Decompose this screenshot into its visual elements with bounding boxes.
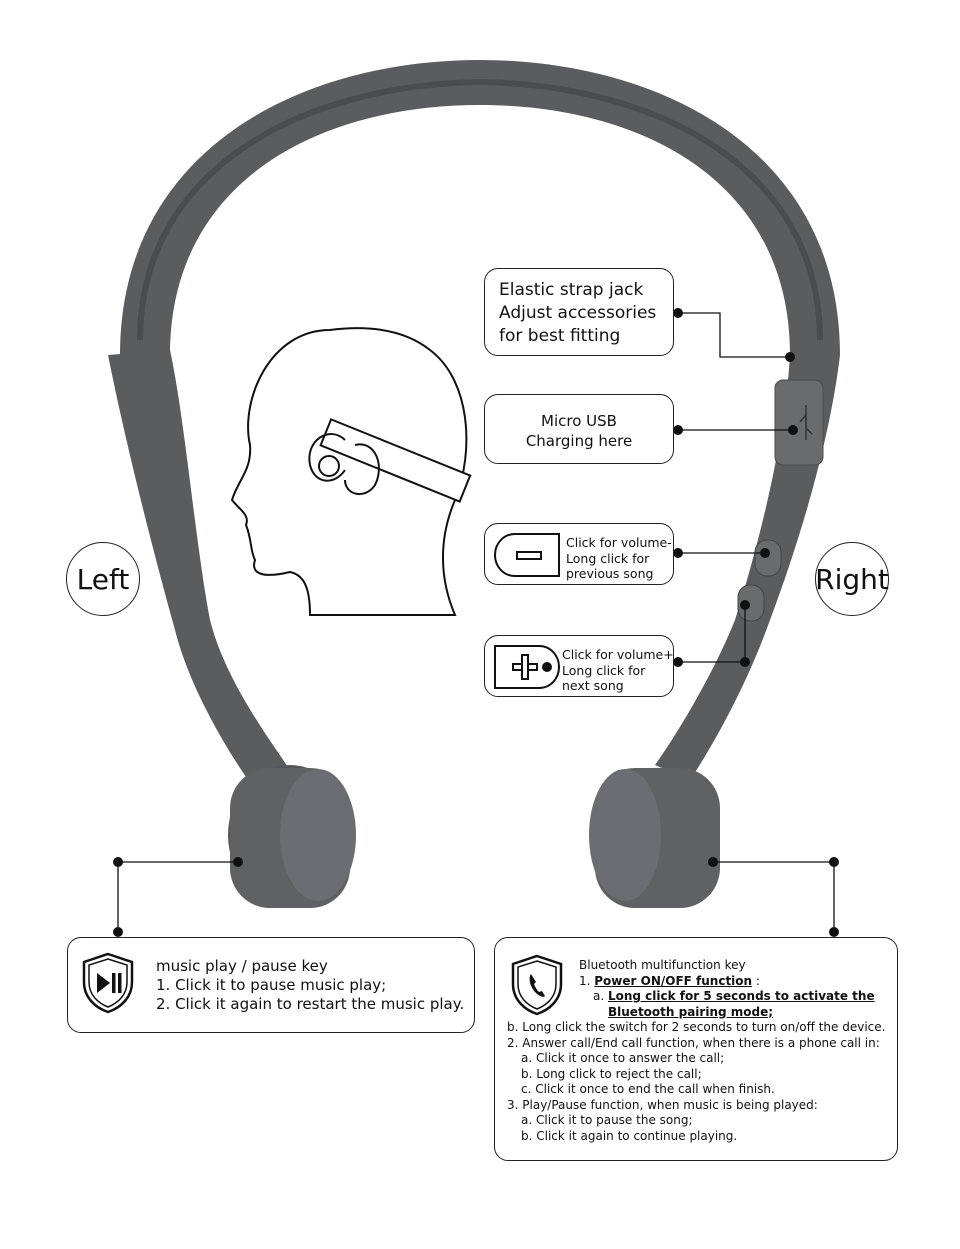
play-pause-line-2: 2. Click it again to restart the music p…: [156, 995, 465, 1013]
play-pause-title: music play / pause key: [156, 957, 328, 975]
volume-up-line-2: Long click for: [562, 662, 646, 678]
headband: [120, 60, 840, 355]
bluetooth-power-suffix: :: [752, 973, 760, 988]
phone-icon: [511, 954, 563, 1016]
bluetooth-power-label: Power ON/OFF function: [594, 973, 753, 988]
bluetooth-power-prefix: 1.: [579, 973, 595, 988]
play-pause-key-box: music play / pause key 1. Click it to pa…: [67, 937, 475, 1033]
elastic-line-2: Adjust accessories: [499, 303, 657, 323]
elastic-line-1: Elastic strap jack: [499, 280, 644, 300]
elastic-line-3: for best fitting: [499, 326, 621, 346]
elastic-strap-callout: Elastic strap jack Adjust accessories fo…: [484, 268, 674, 356]
bluetooth-power-a-line-2: Bluetooth pairing mode;: [608, 1004, 774, 1019]
bluetooth-line-4: b. Long click to reject the call;: [521, 1066, 702, 1081]
usb-line-1: Micro USB: [541, 412, 617, 430]
right-label-text: Right: [815, 562, 889, 596]
volume-down-button: [754, 539, 782, 577]
plus-icon: [494, 645, 561, 689]
head-illustration: [230, 327, 472, 616]
right-label: Right: [815, 542, 889, 616]
minus-icon: [493, 533, 560, 577]
volume-down-callout: Click for volume- Long click for previou…: [484, 523, 674, 585]
left-label-text: Left: [76, 562, 130, 596]
usb-text: Micro USB Charging here: [485, 411, 673, 451]
left-label: Left: [66, 542, 140, 616]
play-pause-icon: [82, 952, 134, 1014]
volume-down-text: Click for volume- Long click for previou…: [566, 535, 672, 582]
usb-line-2: Charging here: [525, 432, 633, 450]
connector-lines: [117, 312, 835, 932]
bluetooth-line-2: 2. Answer call/End call function, when t…: [507, 1035, 880, 1050]
volume-down-line-2: Long click for: [566, 550, 650, 566]
play-pause-line-1: 1. Click it to pause music play;: [156, 976, 387, 994]
usb-icon: [799, 405, 813, 440]
bluetooth-line-5: c. Click it once to end the call when fi…: [521, 1082, 775, 1096]
play-pause-text: music play / pause key 1. Click it to pa…: [156, 957, 464, 1014]
bluetooth-line-6: 3. Play/Pause function, when music is be…: [507, 1097, 818, 1112]
bluetooth-power-a-prefix: a.: [593, 989, 608, 1003]
bluetooth-text: Bluetooth multifunction key 1. Power ON/…: [495, 958, 899, 1144]
volume-up-callout: Click for volume+ Long click for next so…: [484, 635, 674, 697]
volume-down-line-1: Click for volume-: [566, 535, 672, 550]
usb-callout: Micro USB Charging here: [484, 394, 674, 464]
bluetooth-key-box: Bluetooth multifunction key 1. Power ON/…: [494, 937, 898, 1161]
usb-port-cover: [774, 379, 824, 466]
bluetooth-power-line: 1. Power ON/OFF function :: [495, 974, 899, 990]
elastic-strap-text: Elastic strap jack Adjust accessories fo…: [499, 279, 656, 348]
bluetooth-power-a-line-1: Long click for 5 seconds to activate the: [607, 989, 875, 1003]
left-arm: [108, 350, 290, 790]
connector-dots: [113, 308, 839, 937]
volume-down-line-3: previous song: [566, 566, 654, 581]
bluetooth-line-8: b. Click it again to continue playing.: [521, 1128, 738, 1143]
bluetooth-line-7: a. Click it to pause the song;: [521, 1113, 693, 1127]
volume-up-text: Click for volume+ Long click for next so…: [562, 647, 674, 694]
volume-up-line-3: next song: [562, 678, 624, 693]
bluetooth-power-a: a. Long click for 5 seconds to activate …: [495, 989, 899, 1005]
bluetooth-line-1: b. Long click the switch for 2 seconds t…: [507, 1020, 886, 1034]
volume-up-line-1: Click for volume+: [562, 647, 674, 662]
bluetooth-title: Bluetooth multifunction key: [579, 958, 746, 972]
bluetooth-line-3: a. Click it once to answer the call;: [521, 1051, 725, 1065]
